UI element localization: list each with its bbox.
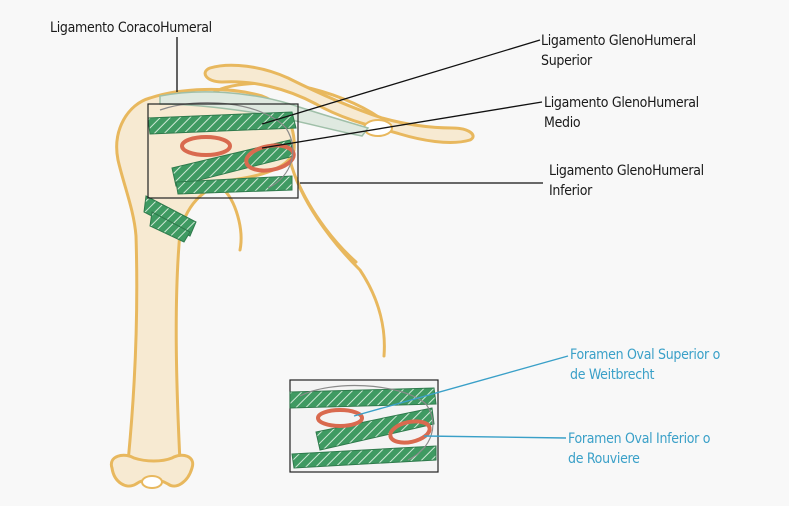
- label-gh-superior-line2: Superior: [541, 51, 696, 71]
- inset-detail: [290, 356, 568, 472]
- label-gh-superior-line1: Ligamento GlenoHumeral: [541, 31, 696, 51]
- label-foramen-superior-line2: de Weitbrecht: [570, 365, 720, 385]
- label-gh-medio-line2: Medio: [544, 113, 699, 133]
- label-gh-medio-line1: Ligamento GlenoHumeral: [544, 93, 699, 113]
- label-glenohumeral-medio: Ligamento GlenoHumeral Medio: [544, 93, 699, 133]
- label-foramen-inferior-line2: de Rouviere: [568, 449, 710, 469]
- label-coracohumeral-text: Ligamento CoracoHumeral: [50, 18, 212, 38]
- label-gh-inferior-line1: Ligamento GlenoHumeral: [549, 161, 704, 181]
- label-glenohumeral-superior: Ligamento GlenoHumeral Superior: [541, 31, 696, 71]
- label-foramen-superior-line1: Foramen Oval Superior o: [570, 345, 720, 365]
- label-foramen-inferior-line1: Foramen Oval Inferior o: [568, 429, 710, 449]
- label-glenohumeral-inferior: Ligamento GlenoHumeral Inferior: [549, 161, 704, 201]
- label-gh-inferior-line2: Inferior: [549, 181, 704, 201]
- label-foramen-inferior: Foramen Oval Inferior o de Rouviere: [568, 429, 710, 469]
- label-foramen-superior: Foramen Oval Superior o de Weitbrecht: [570, 345, 720, 385]
- label-coracohumeral: Ligamento CoracoHumeral: [50, 18, 212, 38]
